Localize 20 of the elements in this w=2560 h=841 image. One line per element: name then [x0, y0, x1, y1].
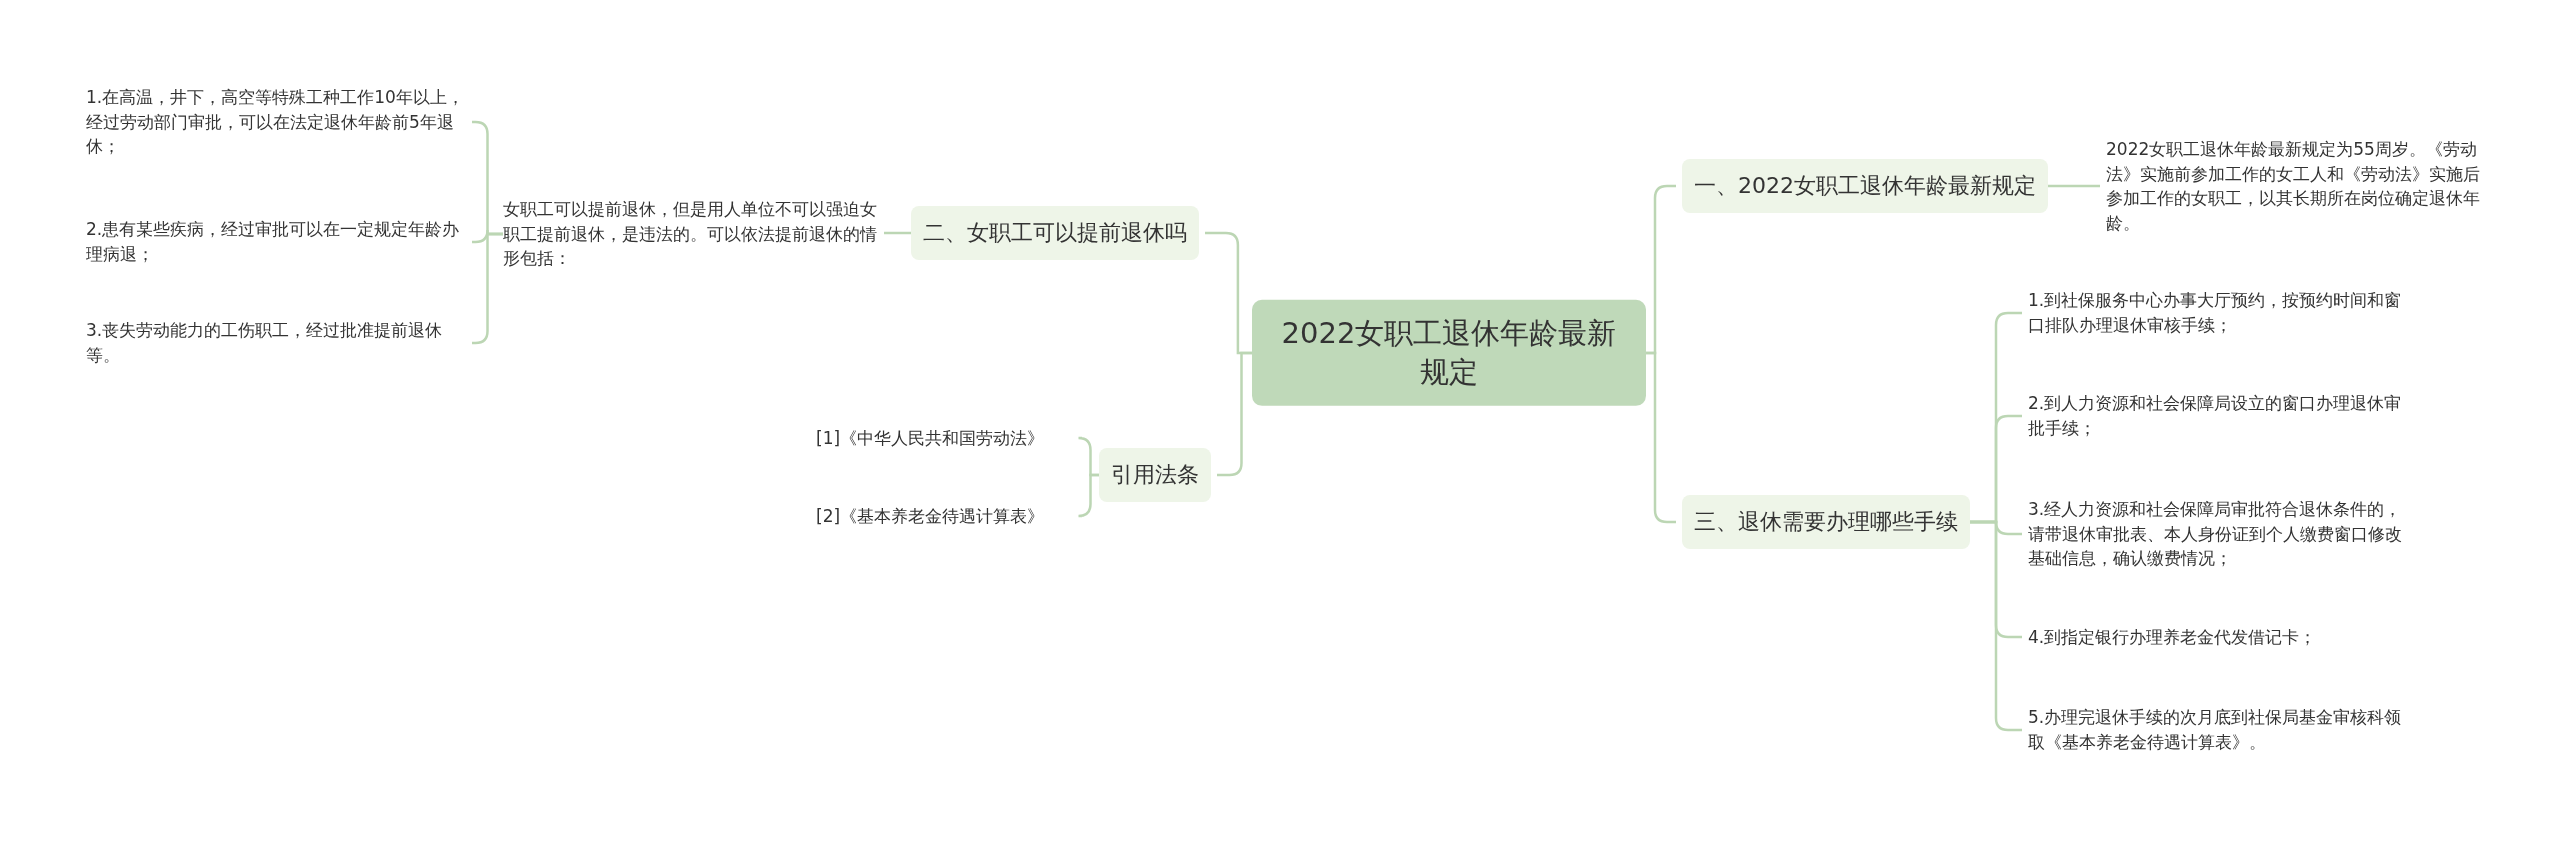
connector-line: [2048, 184, 2100, 188]
subtopic-text: [2]《基本养老金待遇计算表》: [816, 503, 1076, 529]
subtopic-text: 5.办理完退休手续的次月底到社保局基金审核科领取《基本养老金待遇计算表》。: [2028, 705, 2418, 755]
topic-box: 三、退休需要办理哪些手续: [1682, 495, 1970, 549]
subtopic-text: 2.患有某些疾病，经过审批可以在一定规定年龄办理病退；: [86, 217, 466, 267]
subtopic-text: 3.经人力资源和社会保障局审批符合退休条件的，请带退休审批表、本人身份证到个人缴费窗口修改基础信息，确认缴费情况；: [2028, 497, 2418, 571]
subtopic-text: 2.到人力资源和社会保障局设立的窗口办理退休审批手续；: [2028, 391, 2418, 441]
subtopic-text: 1.到社保服务中心办事大厅预约，按预约时间和窗口排队办理退休审核手续；: [2028, 288, 2418, 338]
topic-box: 二、女职工可以提前退休吗: [911, 206, 1199, 260]
subtopic-text: 2022女职工退休年龄最新规定为55周岁。《劳动法》实施前参加工作的女工人和《劳动法》实施后参加工作的女职工，以其长期所在岗位确定退休年龄。: [2106, 136, 2481, 236]
subtopic-text: 3.丧失劳动能力的工伤职工，经过批准提前退休等。: [86, 318, 466, 368]
topic-box: 一、2022女职工退休年龄最新规定: [1682, 159, 2048, 213]
connector-line: [1077, 473, 1099, 518]
connector-line: [884, 231, 911, 235]
central-topic-box: 2022女职工退休年龄最新规定: [1252, 299, 1646, 407]
subtopic-text: 4.到指定银行办理养老金代发借记卡；: [2028, 624, 2418, 650]
subtopic-text: [1]《中华人民共和国劳动法》: [816, 425, 1076, 451]
subtopic-text: 1.在高温，井下，高空等特殊工种工作10年以上，经过劳动部门审批，可以在法定退休年龄前5年退休；: [86, 85, 466, 159]
topic-box: 引用法条: [1099, 448, 1211, 502]
subtopic-text: 女职工可以提前退休，但是用人单位不可以强迫女职工提前退休，是违法的。可以依法提前退休的情形包括：: [503, 197, 878, 271]
